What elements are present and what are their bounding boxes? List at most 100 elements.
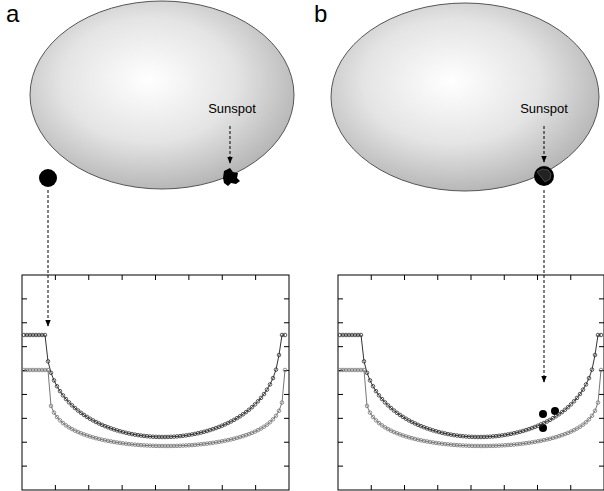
panel-b — [331, 3, 604, 490]
panel-letter: a — [6, 2, 19, 26]
data-point — [250, 405, 254, 409]
data-point — [271, 418, 275, 422]
data-point — [265, 388, 269, 392]
callout-label: Sunspot — [520, 102, 568, 115]
tick — [338, 298, 343, 299]
leader-line — [544, 126, 545, 162]
leader-line — [230, 126, 231, 163]
data-point — [368, 379, 372, 383]
data-point — [365, 371, 369, 375]
tick — [188, 485, 189, 490]
tick — [404, 275, 405, 280]
data-point — [362, 360, 366, 364]
tick — [284, 322, 289, 323]
tick — [338, 394, 343, 395]
tick — [338, 346, 343, 347]
data-point — [587, 418, 591, 422]
tick — [371, 275, 372, 280]
data-point — [599, 333, 603, 337]
tick — [404, 485, 405, 490]
data-point — [46, 360, 50, 364]
star-disk — [331, 3, 599, 191]
data-point — [283, 333, 287, 337]
tick — [537, 275, 538, 280]
tick — [88, 485, 89, 490]
tick — [504, 485, 505, 490]
light-curve — [340, 335, 601, 437]
tick — [284, 346, 289, 347]
tick — [284, 298, 289, 299]
tick — [88, 275, 89, 280]
tick — [338, 466, 343, 467]
tick — [471, 275, 472, 280]
tick — [599, 346, 604, 347]
tick — [599, 466, 604, 467]
data-point — [587, 376, 591, 380]
data-point — [49, 404, 53, 408]
plot-frame — [338, 275, 604, 490]
data-point — [64, 397, 68, 401]
data-point — [599, 368, 603, 372]
tick — [255, 485, 256, 490]
tick — [122, 275, 123, 280]
data-point — [259, 396, 263, 400]
tick — [155, 275, 156, 280]
data-point — [262, 392, 266, 396]
data-point — [569, 403, 573, 407]
tick — [284, 442, 289, 443]
axis-ticks — [22, 275, 604, 490]
sunspot — [537, 169, 551, 182]
data-point — [70, 404, 74, 408]
data-point — [55, 384, 59, 388]
tick — [22, 322, 27, 323]
data-point — [359, 333, 363, 337]
planet — [534, 166, 554, 186]
anomaly-point — [539, 410, 547, 418]
tick — [599, 322, 604, 323]
tick — [155, 485, 156, 490]
data-point — [584, 383, 588, 387]
data-point — [58, 389, 62, 393]
light-curve — [24, 370, 285, 446]
data-point — [590, 414, 594, 418]
data-point — [371, 384, 375, 388]
tick — [338, 418, 343, 419]
data-point — [377, 394, 381, 398]
tick — [537, 485, 538, 490]
data-point — [271, 376, 275, 380]
anomaly-point — [551, 407, 559, 415]
tick — [55, 275, 56, 280]
data-point — [277, 409, 281, 413]
panel-letter: b — [314, 2, 327, 26]
data-point — [277, 353, 281, 357]
tick — [22, 394, 27, 395]
tick — [599, 394, 604, 395]
tick — [284, 394, 289, 395]
data-point — [368, 411, 372, 415]
tick — [284, 418, 289, 419]
data-point — [362, 368, 366, 372]
plot-frame — [22, 275, 289, 490]
sunspot — [223, 168, 240, 186]
data-point — [593, 409, 597, 413]
data-point — [52, 379, 56, 383]
data-point — [593, 353, 597, 357]
data-point — [581, 388, 585, 392]
data-point — [49, 371, 53, 375]
data-point — [43, 333, 47, 337]
tick — [284, 466, 289, 467]
data-point — [253, 403, 257, 407]
tick — [22, 418, 27, 419]
tick — [222, 275, 223, 280]
data-point — [371, 415, 375, 419]
data-point — [268, 383, 272, 387]
data-point — [46, 368, 50, 372]
star-disk — [30, 1, 294, 189]
tick — [222, 485, 223, 490]
tick — [22, 442, 27, 443]
data-point — [52, 411, 56, 415]
data-point — [256, 400, 260, 404]
tick — [22, 466, 27, 467]
data-point — [55, 415, 59, 419]
